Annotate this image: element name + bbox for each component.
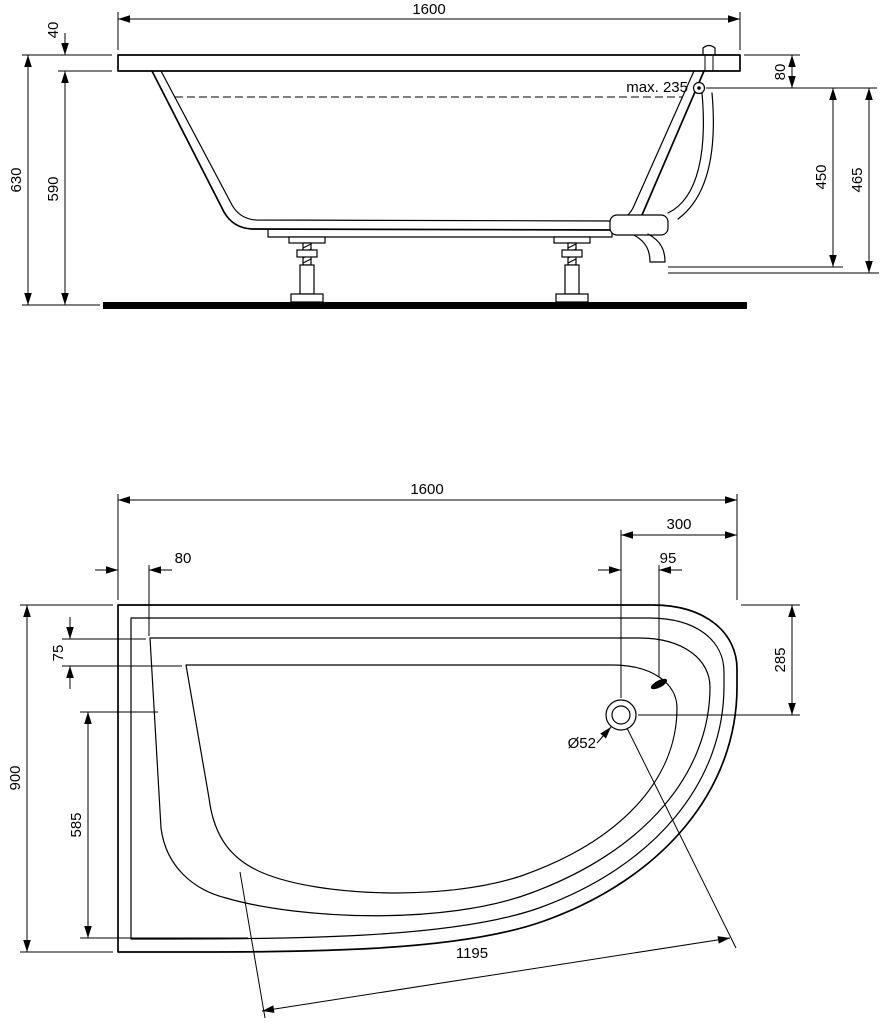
dim-label-water-level: max. 235 <box>626 79 688 96</box>
overflow-pipe-outer <box>677 92 714 220</box>
outlet-pipe <box>633 233 666 263</box>
overflow-cap <box>702 44 716 56</box>
support-frame <box>267 229 613 238</box>
dim-label-drain-offset-x: 300 <box>666 516 691 533</box>
dim-label-rim-left: 80 <box>175 550 192 567</box>
tub-basin-bottom <box>185 664 678 894</box>
overflow-rim-pass <box>704 55 714 71</box>
foot-tube <box>564 264 580 295</box>
floor-line <box>103 302 747 309</box>
ext-line <box>626 727 737 949</box>
dim-label-basin-length: 585 <box>68 812 85 837</box>
dim-label-rim-height: 40 <box>45 22 62 39</box>
dim-label-drain-offset-y: 285 <box>772 647 789 672</box>
tub-rim <box>117 54 741 72</box>
dim-label-rim-top: 75 <box>50 645 67 662</box>
dim-label-height-465: 465 <box>849 167 866 192</box>
side-tub-outline <box>103 44 747 309</box>
dim-label-drain-overflow-gap: 95 <box>660 550 677 567</box>
foot-plate <box>553 236 591 244</box>
foot-nut <box>296 249 318 258</box>
overflow-fitting-center <box>697 86 701 90</box>
plan-view: 1600 300 95 80 285 900 75 <box>7 481 800 1019</box>
plan-dimensions: 1600 300 95 80 285 900 75 <box>7 481 800 1019</box>
tub-outer-edge <box>117 604 738 953</box>
dim-label-drain-diameter: Ø52 <box>568 735 596 752</box>
dim-label-body-height: 590 <box>45 176 62 201</box>
foot-tube <box>299 264 315 295</box>
tub-rim-edge <box>130 617 725 940</box>
tub-wall-outer <box>151 70 705 231</box>
tub-inner-rim <box>149 637 711 917</box>
tub-wall-inner <box>160 70 695 222</box>
adjustable-foot-left <box>288 236 326 303</box>
drain-outer-circle <box>605 699 637 731</box>
dim-label-total-height: 630 <box>8 167 25 192</box>
leader-line <box>596 726 612 744</box>
foot-plate <box>288 236 326 244</box>
drain-trap <box>609 214 669 236</box>
adjustable-foot-right <box>553 236 591 303</box>
dim-label-width: 900 <box>7 765 24 790</box>
foot-base <box>290 293 324 303</box>
dim-label-diagonal: 1195 <box>456 945 488 962</box>
dim-label-side-length: 1600 <box>412 1 445 18</box>
side-view: 1600 40 630 590 max. 235 80 450 <box>8 1 879 309</box>
dim-label-height-450: 450 <box>813 164 830 189</box>
dim-line <box>495 936 731 975</box>
dim-label-plan-length: 1600 <box>410 481 443 498</box>
dim-label-overflow-depth: 80 <box>772 64 789 81</box>
drain-inner-circle <box>611 705 631 725</box>
foot-nut <box>561 249 583 258</box>
overflow-pipe-inner <box>667 92 704 214</box>
foot-base <box>555 293 589 303</box>
overflow-slot <box>650 678 668 690</box>
plan-tub-outline <box>117 604 738 953</box>
dim-line <box>261 974 497 1013</box>
ext-line <box>239 871 266 1019</box>
side-dimensions: 1600 40 630 590 max. 235 80 450 <box>8 1 879 306</box>
